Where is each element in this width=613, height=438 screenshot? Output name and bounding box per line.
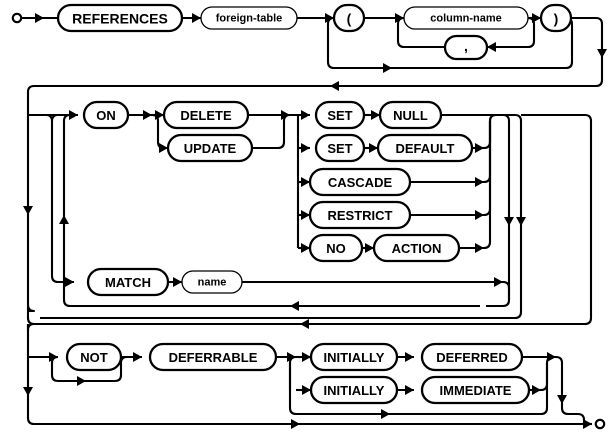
node-column-name-label: column-name xyxy=(430,13,502,25)
node-set-null-set[interactable]: SET xyxy=(314,100,366,130)
node-deferrable[interactable]: DEFERRABLE xyxy=(148,342,278,372)
node-default[interactable]: DEFAULT xyxy=(376,133,474,163)
node-lparen[interactable]: ( xyxy=(332,3,366,33)
node-references-label: REFERENCES xyxy=(72,11,168,27)
node-restrict[interactable]: RESTRICT xyxy=(308,200,412,230)
node-rparen[interactable]: ) xyxy=(539,3,573,33)
node-immediate-label: IMMEDIATE xyxy=(440,383,512,398)
node-initially-immediate[interactable]: INITIALLY xyxy=(309,375,399,405)
node-set-null-set-label: SET xyxy=(327,108,352,123)
start-endpoint-circle xyxy=(11,12,23,24)
node-update[interactable]: UPDATE xyxy=(166,133,254,163)
node-restrict-label: RESTRICT xyxy=(328,208,393,223)
node-on[interactable]: ON xyxy=(82,100,130,130)
node-rparen-label: ) xyxy=(554,11,559,27)
rail-row1-to-block2 xyxy=(26,62,604,100)
rail-block2-to-block3 xyxy=(26,319,585,345)
node-no[interactable]: NO xyxy=(308,233,364,263)
node-on-label: ON xyxy=(96,108,116,123)
node-initially-1-label: INITIALLY xyxy=(324,350,385,365)
node-cascade[interactable]: CASCADE xyxy=(308,167,412,197)
node-action[interactable]: ACTION xyxy=(372,233,461,263)
block-deferrable-rails xyxy=(23,345,606,430)
node-deferred-label: DEFERRED xyxy=(436,350,508,365)
node-name[interactable]: name xyxy=(181,270,243,294)
node-match-label: MATCH xyxy=(105,275,151,290)
node-foreign-table-label: foreign-table xyxy=(216,13,283,25)
node-column-name[interactable]: column-name xyxy=(403,6,529,30)
node-cascade-label: CASCADE xyxy=(328,175,393,190)
node-deferred[interactable]: DEFERRED xyxy=(420,342,524,372)
node-update-label: UPDATE xyxy=(184,141,237,156)
node-null[interactable]: NULL xyxy=(378,100,443,130)
node-not[interactable]: NOT xyxy=(65,342,123,372)
node-default-label: DEFAULT xyxy=(396,141,455,156)
node-deferrable-label: DEFERRABLE xyxy=(169,350,258,365)
node-no-label: NO xyxy=(326,241,346,256)
node-not-label: NOT xyxy=(80,350,108,365)
block-on-match-rails xyxy=(23,100,593,326)
node-action-label: ACTION xyxy=(392,241,442,256)
node-match[interactable]: MATCH xyxy=(86,267,170,297)
node-initially-deferred[interactable]: INITIALLY xyxy=(309,342,399,372)
end-endpoint-circle xyxy=(594,418,606,430)
node-delete-label: DELETE xyxy=(180,108,232,123)
node-foreign-table[interactable]: foreign-table xyxy=(200,6,298,30)
node-null-label: NULL xyxy=(393,108,428,123)
node-comma-label: , xyxy=(464,38,468,54)
node-name-label: name xyxy=(198,277,227,289)
node-lparen-label: ( xyxy=(347,11,352,27)
node-comma[interactable]: , xyxy=(443,34,489,61)
node-immediate[interactable]: IMMEDIATE xyxy=(420,375,531,405)
node-delete[interactable]: DELETE xyxy=(162,100,250,130)
node-references[interactable]: REFERENCES xyxy=(56,3,184,33)
node-initially-2-label: INITIALLY xyxy=(324,383,385,398)
node-set-default-set[interactable]: SET xyxy=(314,133,366,163)
node-set-default-set-label: SET xyxy=(327,141,352,156)
